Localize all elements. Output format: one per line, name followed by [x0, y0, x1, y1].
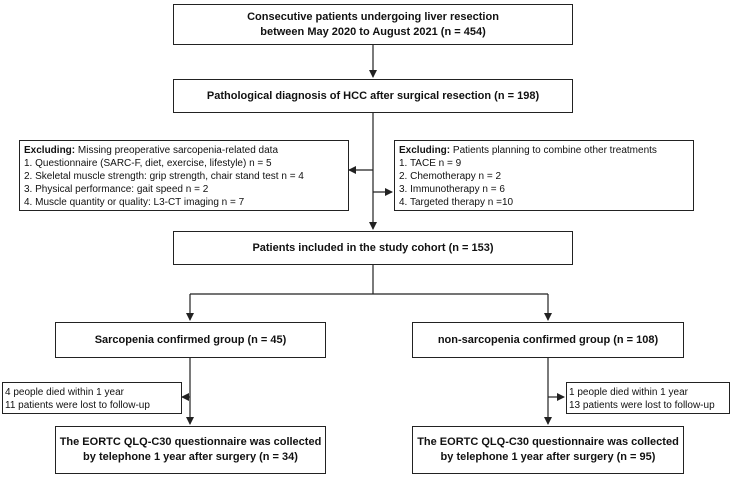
result-right-line-1: The EORTC QLQ-C30 questionnaire was coll… — [417, 436, 679, 448]
loss-left-died: 4 people died within 1 year — [5, 387, 124, 398]
loss-right-died: 1 people died within 1 year — [569, 387, 688, 398]
cohort-label: Patients included in the study cohort (n… — [252, 241, 494, 254]
exclusion-box-left: Excluding: Missing preoperative sarcopen… — [19, 140, 349, 211]
enrollment-line-1: Consecutive patients undergoing liver re… — [247, 10, 499, 23]
cohort-box: Patients included in the study cohort (n… — [173, 231, 573, 265]
result-box-right: The EORTC QLQ-C30 questionnaire was coll… — [412, 426, 684, 474]
exclusion-left-item: 3. Physical performance: gait speed n = … — [24, 184, 209, 195]
enrollment-line-2: between May 2020 to August 2021 (n = 454… — [260, 25, 486, 38]
enrollment-box: Consecutive patients undergoing liver re… — [173, 4, 573, 45]
exclusion-left-heading-line: Excluding: Missing preoperative sarcopen… — [24, 144, 348, 157]
loss-left-lost: 11 patients were lost to follow-up — [5, 400, 150, 411]
loss-box-left: 4 people died within 1 year 11 patients … — [2, 382, 182, 414]
exclusion-left-item: 4. Muscle quantity or quality: L3-CT ima… — [24, 197, 245, 208]
exclusion-box-right: Excluding: Patients planning to combine … — [394, 140, 694, 211]
exclusion-left-item: 1. Questionnaire (SARC-F, diet, exercise… — [24, 158, 272, 169]
exclusion-right-item: 3. Immunotherapy n = 6 — [399, 184, 505, 195]
loss-right-lost: 13 patients were lost to follow-up — [569, 400, 715, 411]
exclusion-right-item: 2. Chemotherapy n = 2 — [399, 171, 502, 182]
pathology-box: Pathological diagnosis of HCC after surg… — [173, 79, 573, 113]
sarcopenia-group-label: Sarcopenia confirmed group (n = 45) — [94, 333, 287, 346]
exclusion-right-item: 1. TACE n = 9 — [399, 158, 462, 169]
exclusion-left-heading: Excluding: — [24, 145, 76, 156]
result-box-left: The EORTC QLQ-C30 questionnaire was coll… — [55, 426, 326, 474]
loss-box-right: 1 people died within 1 year 13 patients … — [566, 382, 730, 414]
result-right-line-2: by telephone 1 year after surgery (n = 9… — [440, 451, 656, 463]
exclusion-right-heading-line: Excluding: Patients planning to combine … — [399, 144, 693, 157]
exclusion-right-heading: Excluding: — [399, 145, 451, 156]
result-left-line-1: The EORTC QLQ-C30 questionnaire was coll… — [59, 436, 322, 448]
exclusion-left-item: 2. Skeletal muscle strength: grip streng… — [24, 171, 304, 182]
exclusion-right-reason: Patients planning to combine other treat… — [450, 145, 657, 156]
non-sarcopenia-group-label: non-sarcopenia confirmed group (n = 108) — [437, 333, 659, 346]
exclusion-right-item: 4. Targeted therapy n =10 — [399, 197, 514, 208]
exclusion-left-reason: Missing preoperative sarcopenia-related … — [75, 145, 279, 156]
sarcopenia-group-box: Sarcopenia confirmed group (n = 45) — [55, 322, 326, 358]
non-sarcopenia-group-box: non-sarcopenia confirmed group (n = 108) — [412, 322, 684, 358]
result-left-line-2: by telephone 1 year after surgery (n = 3… — [83, 451, 298, 463]
pathology-label: Pathological diagnosis of HCC after surg… — [206, 89, 540, 102]
